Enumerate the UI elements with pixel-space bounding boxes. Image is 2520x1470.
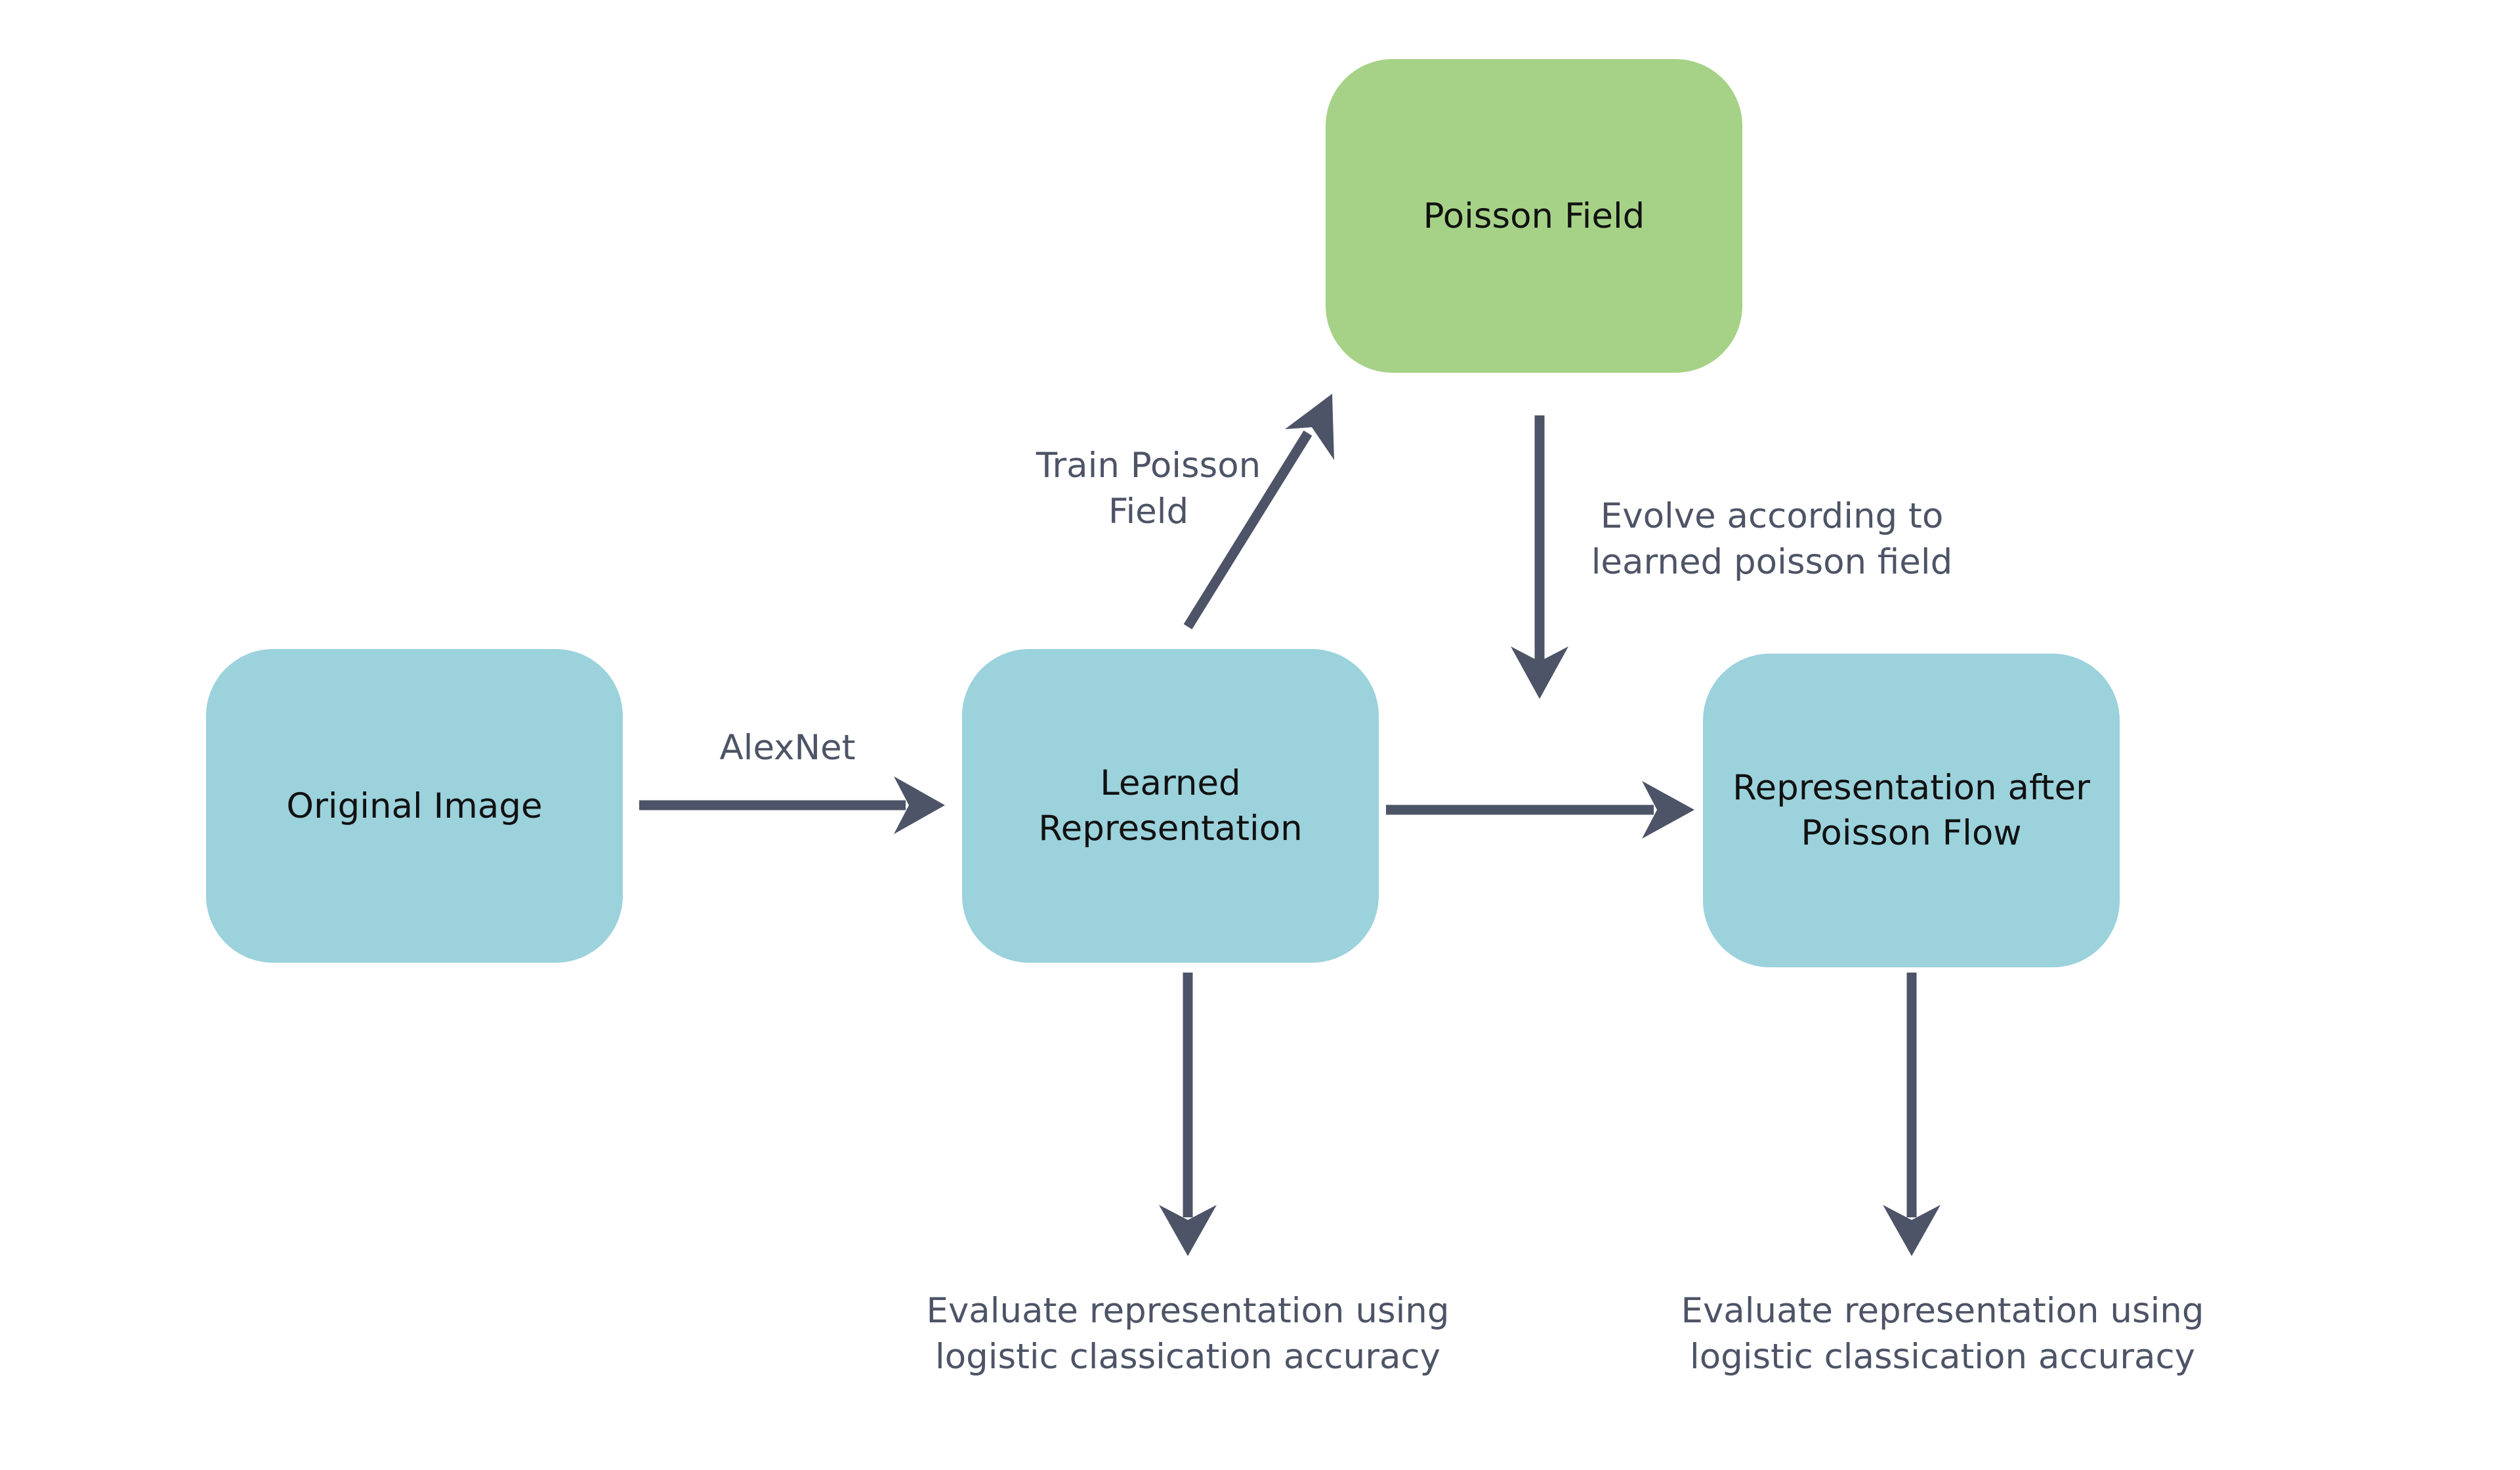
node-poisson-field: Poisson Field (1326, 59, 1742, 373)
edge-label-alexnet: AlexNet (719, 728, 856, 768)
arrow-learned-to-flow (1386, 781, 1694, 839)
arrow-train-poisson-field (1183, 394, 1334, 629)
node-representation-after-flow-label: Representation after Poisson Flow (1732, 768, 2090, 853)
node-poisson-field-label: Poisson Field (1423, 196, 1645, 236)
edge-label-evaluate-flow: Evaluate representation using logistic c… (1681, 1291, 2204, 1377)
edge-label-evolve: Evolve according to learned poisson fiel… (1591, 496, 1953, 582)
edge-label-train-poisson-field: Train Poisson Field (1036, 446, 1261, 532)
node-learned-representation-label: Learned Representation (1038, 763, 1303, 849)
node-learned-representation: Learned Representation (962, 649, 1379, 963)
edge-label-evaluate-learned: Evaluate representation using logistic c… (926, 1291, 1450, 1377)
node-original-image: Original Image (206, 649, 623, 963)
node-representation-after-flow: Representation after Poisson Flow (1703, 654, 2120, 967)
arrow-evolve (1511, 415, 1568, 699)
node-original-image-label: Original Image (286, 786, 543, 826)
arrow-evaluate-learned (1159, 973, 1217, 1256)
arrow-alexnet (639, 776, 945, 834)
arrow-evaluate-flow (1883, 973, 1941, 1256)
